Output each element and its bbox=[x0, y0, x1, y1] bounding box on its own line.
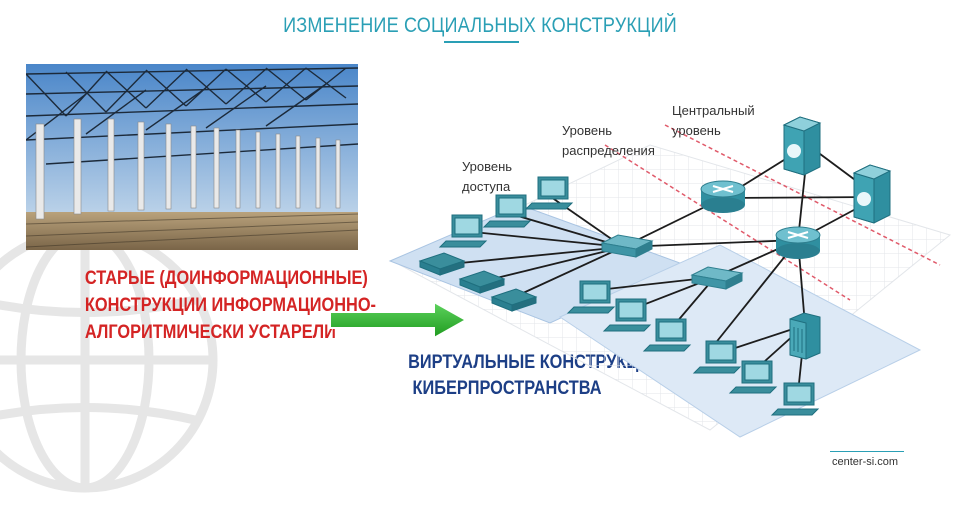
old-structures-line-1: СТАРЫЕ (ДОИНФОРМАЦИОННЫЕ) bbox=[84, 268, 368, 289]
globe-watermark bbox=[0, 227, 218, 493]
label-distribution-layer: Уровень распределения bbox=[562, 122, 655, 160]
old-structures-line-2: КОНСТРУКЦИИ ИНФОРМАЦИОННО- bbox=[84, 295, 376, 316]
label-access-line-1: Уровень bbox=[462, 159, 513, 174]
core-switch-icon-1 bbox=[782, 116, 822, 176]
virtual-structures-line-2: КИБЕРПРОСТРАНСТВА bbox=[412, 378, 602, 399]
label-core-line-2: уровень bbox=[672, 123, 721, 138]
title-underline bbox=[444, 41, 519, 43]
core-switch-icon-2 bbox=[852, 164, 892, 224]
label-distribution-line-2: распределения bbox=[562, 143, 655, 158]
router-icon-1 bbox=[700, 180, 746, 213]
steel-structure-image bbox=[26, 64, 358, 250]
distribution-switch-icon bbox=[690, 266, 744, 290]
server-icon bbox=[789, 312, 821, 360]
label-distribution-line-1: Уровень bbox=[562, 123, 613, 138]
old-structures-line-3: АЛГОРИТМИЧЕСКИ УСТАРЕЛИ bbox=[84, 322, 336, 343]
computer-icons bbox=[438, 176, 820, 416]
access-switch-icon bbox=[600, 234, 654, 258]
label-access-line-2: доступа bbox=[462, 179, 511, 194]
website-divider bbox=[830, 451, 904, 452]
label-core-line-1: Центральный bbox=[672, 103, 755, 118]
label-core-layer: Центральный уровень bbox=[672, 102, 755, 140]
dashed-boundary-1 bbox=[604, 144, 851, 301]
slide-title: ИЗМЕНЕНИЕ СОЦИАЛЬНЫХ КОНСТРУКЦИЙ bbox=[283, 14, 677, 37]
label-access-layer: Уровень доступа bbox=[462, 158, 512, 196]
network-diagram bbox=[388, 116, 952, 438]
old-structures-text: СТАРЫЕ (ДОИНФОРМАЦИОННЫЕ) КОНСТРУКЦИИ ИН… bbox=[84, 265, 376, 346]
green-arrow-icon bbox=[329, 300, 469, 340]
ip-phone-icons bbox=[418, 252, 538, 312]
website-link[interactable]: center-si.com bbox=[832, 456, 899, 468]
distribution-plate bbox=[558, 244, 922, 438]
router-icon-2 bbox=[775, 226, 821, 259]
